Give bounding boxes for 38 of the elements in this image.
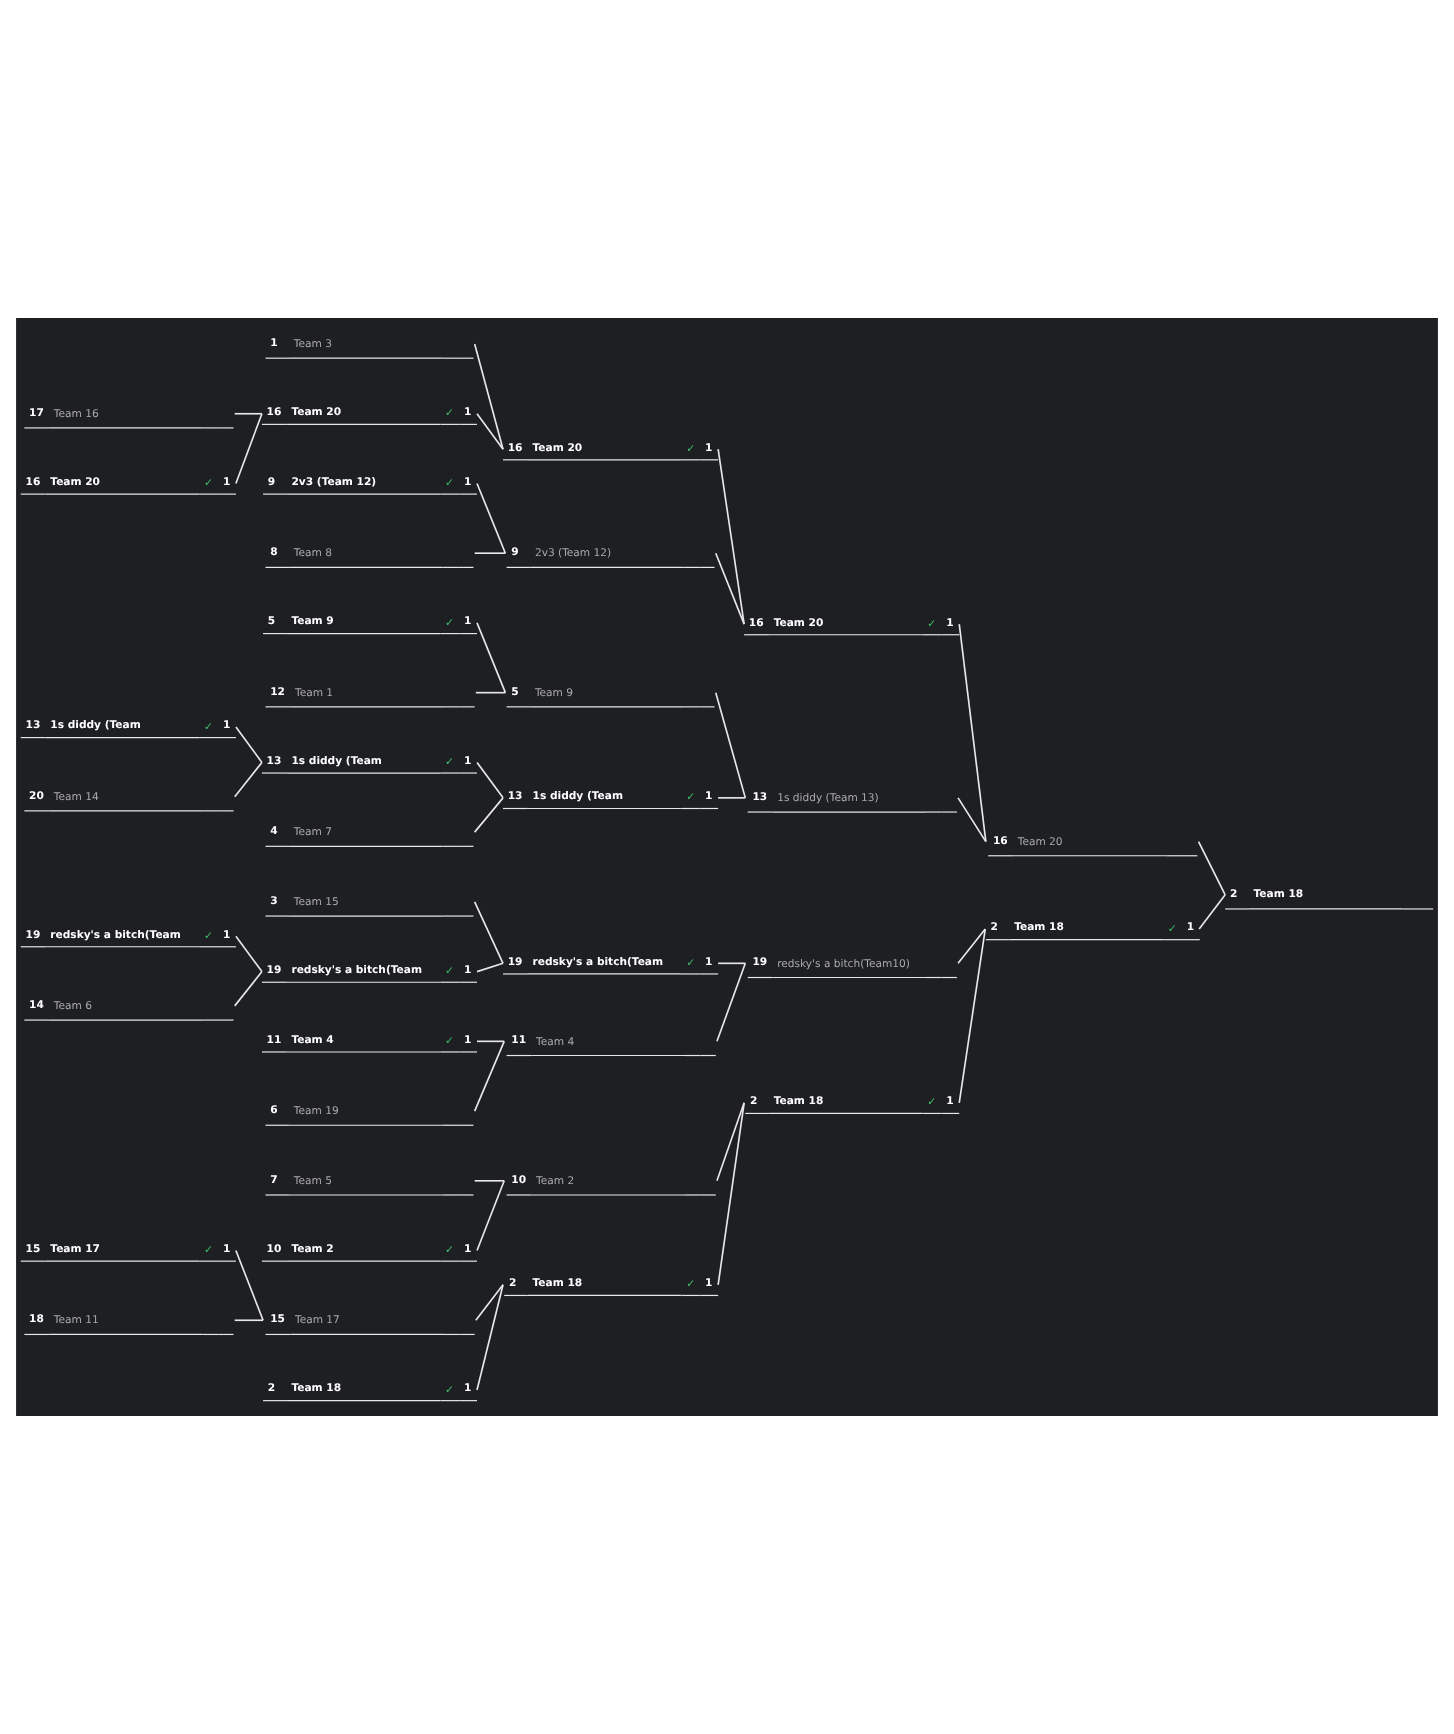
connector	[473, 1179, 506, 1182]
connector	[476, 412, 504, 450]
connector	[473, 901, 504, 965]
connector	[717, 448, 745, 625]
connector	[714, 552, 745, 625]
connector	[716, 962, 747, 1043]
connector	[476, 622, 507, 694]
connector	[714, 691, 747, 799]
connector	[717, 1101, 745, 1286]
connector	[475, 691, 507, 694]
connector	[958, 928, 987, 1104]
connector	[233, 1319, 264, 1322]
connector	[957, 797, 987, 843]
connector	[235, 935, 263, 973]
connector	[957, 928, 987, 965]
connector	[473, 552, 507, 555]
connector	[476, 482, 507, 555]
connector	[717, 962, 747, 965]
connector	[958, 623, 987, 843]
connector	[476, 1179, 506, 1252]
connector	[476, 962, 504, 973]
connector	[235, 726, 263, 764]
connector	[476, 761, 504, 799]
connector	[1197, 840, 1226, 896]
connector	[235, 1249, 264, 1322]
connector	[473, 797, 504, 833]
connector	[473, 1040, 506, 1112]
connector	[716, 1101, 745, 1182]
connector	[233, 761, 263, 798]
connector	[233, 412, 263, 415]
connector	[476, 1040, 506, 1043]
connector	[476, 1284, 504, 1391]
connector	[475, 1284, 504, 1322]
connector	[717, 797, 747, 799]
connector	[235, 412, 263, 485]
connector	[473, 343, 504, 450]
connector	[1198, 893, 1226, 930]
connector	[233, 970, 263, 1007]
